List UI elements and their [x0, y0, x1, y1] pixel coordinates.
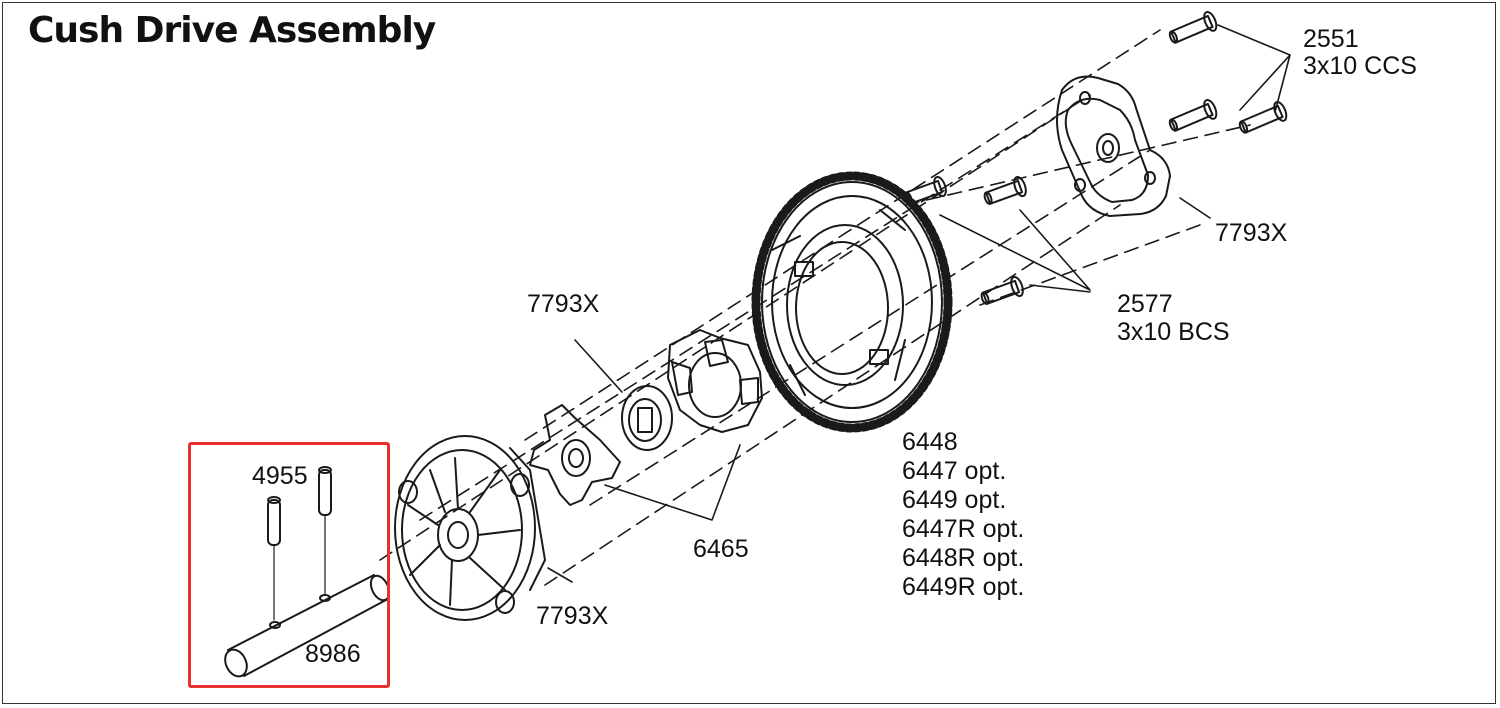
label-6465: 6465	[693, 535, 749, 563]
label-7793x-ring: 7793X	[527, 290, 600, 318]
hub-7793x	[394, 435, 546, 621]
label-spur-gear-6447: 6447 opt.	[902, 457, 1007, 485]
screw-2577-lower	[980, 275, 1024, 305]
label-spur-gear-6448: 6448	[902, 428, 958, 456]
label-8986: 8986	[305, 640, 361, 668]
label-7793x-plate: 7793X	[1215, 219, 1288, 247]
diagram-title: Cush Drive Assembly	[28, 10, 436, 51]
label-4955: 4955	[252, 462, 308, 490]
label-2577: 2577	[1117, 290, 1173, 318]
label-spur-gear-6449: 6449 opt.	[902, 486, 1007, 514]
label-spur-gear-6448r: 6448R opt.	[902, 544, 1025, 572]
label-spur-gear-6449r: 6449R opt.	[902, 573, 1025, 601]
screw-2577-right	[983, 175, 1027, 205]
cush-rubber-6465	[667, 329, 763, 433]
spur-gear-6448	[751, 171, 953, 433]
pins-4955	[267, 466, 332, 621]
back-plate-7793x	[1056, 75, 1171, 217]
label-7793x-hub: 7793X	[536, 602, 609, 630]
shaft-pin-highlight-box	[188, 442, 390, 688]
leader-lines	[547, 24, 1291, 583]
shaft-8986	[224, 574, 391, 678]
label-3x10-bcs: 3x10 BCS	[1117, 318, 1230, 346]
ring-7793x	[621, 385, 673, 451]
screw-2551-lower	[1238, 100, 1288, 134]
label-spur-gear-6447r: 6447R opt.	[902, 515, 1025, 543]
cush-carrier-6465	[529, 404, 621, 506]
label-2551: 2551	[1303, 25, 1359, 53]
label-3x10-ccs: 3x10 CCS	[1303, 52, 1417, 80]
screw-2551-middle	[1168, 98, 1218, 132]
screw-2551-top	[1168, 10, 1218, 44]
